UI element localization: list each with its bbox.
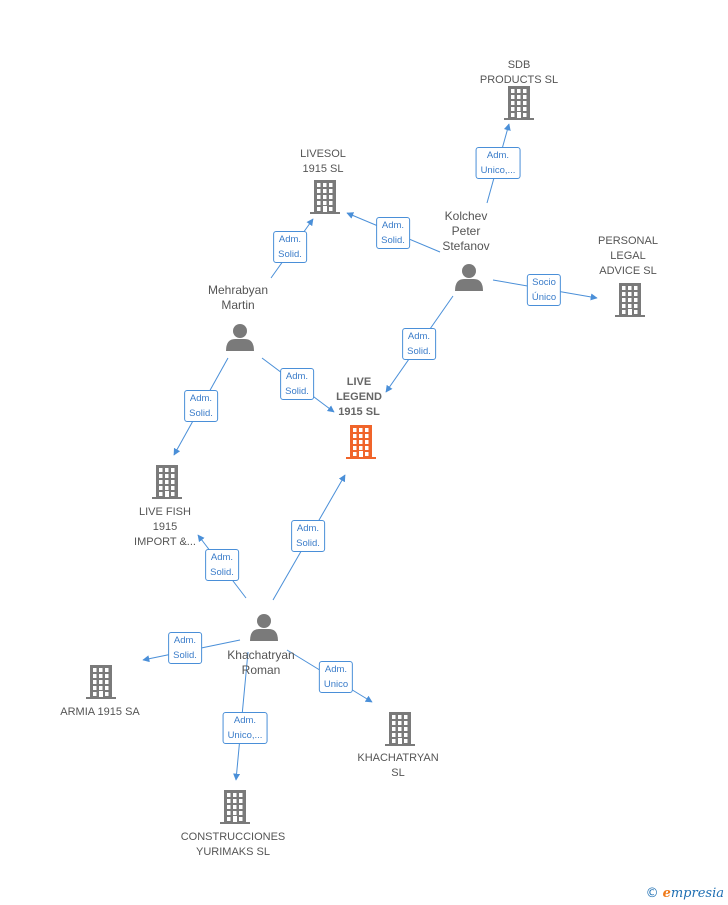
copyright-icon: © — [645, 886, 659, 901]
edge-label-khachatryan-construcciones[interactable]: Adm. Unico,... — [222, 712, 268, 744]
edge-label-kolchev-sdb[interactable]: Adm. Unico,... — [475, 147, 521, 179]
edge-label-khachatryan-khsl[interactable]: Adm. Unico — [318, 661, 354, 693]
node-label-livelegend[interactable]: LIVE LEGEND 1915 SL — [336, 376, 382, 418]
building-icon-armia[interactable] — [86, 665, 116, 699]
edge-label-khachatryan-livefish[interactable]: Adm. Solid. — [205, 549, 239, 581]
edge-label-mehrabyan-livesol[interactable]: Adm. Solid. — [273, 231, 307, 263]
building-icon-livelegend[interactable] — [346, 425, 376, 459]
node-label-personal[interactable]: PERSONAL LEGAL ADVICE SL — [598, 235, 658, 277]
building-icon-personal[interactable] — [615, 283, 645, 317]
node-label-mehrabyan[interactable]: Mehrabyan Martin — [207, 283, 269, 312]
building-icon-khsl[interactable] — [385, 712, 415, 746]
node-label-sdb[interactable]: SDB PRODUCTS SL — [479, 59, 559, 86]
node-label-livefish[interactable]: LIVE FISH 1915 IMPORT &... — [134, 506, 196, 548]
person-icon-khachatryan[interactable] — [250, 614, 278, 641]
node-label-livesol[interactable]: LIVESOL 1915 SL — [300, 148, 346, 175]
edge-label-mehrabyan-livefish[interactable]: Adm. Solid. — [184, 390, 218, 422]
node-label-khachatryan[interactable]: Khachatryan Roman — [227, 648, 295, 677]
edge-label-kolchev-livelegend[interactable]: Adm. Solid. — [402, 328, 436, 360]
building-icon-sdb[interactable] — [504, 86, 534, 120]
edge-label-khachatryan-livelegend[interactable]: Adm. Solid. — [291, 520, 325, 552]
empresia-logo: ©empresia — [645, 886, 724, 901]
person-icon-kolchev[interactable] — [455, 264, 483, 291]
node-label-khsl[interactable]: KHACHATRYAN SL — [357, 752, 439, 779]
edge-label-mehrabyan-livelegend[interactable]: Adm. Solid. — [280, 368, 314, 400]
building-icon-livefish[interactable] — [152, 465, 182, 499]
node-label-construcciones[interactable]: CONSTRUCCIONES YURIMAKS SL — [180, 831, 286, 858]
building-icon-livesol[interactable] — [310, 180, 340, 214]
edge-label-kolchev-livesol[interactable]: Adm. Solid. — [376, 217, 410, 249]
node-label-kolchev[interactable]: Kolchev Peter Stefanov — [442, 209, 490, 253]
edge-label-khachatryan-armia[interactable]: Adm. Solid. — [168, 632, 202, 664]
building-icon-construcciones[interactable] — [220, 790, 250, 824]
node-label-armia[interactable]: ARMIA 1915 SA — [60, 706, 140, 718]
edge-label-kolchev-personal[interactable]: Socio Único — [526, 274, 562, 306]
person-icon-mehrabyan[interactable] — [226, 324, 254, 351]
